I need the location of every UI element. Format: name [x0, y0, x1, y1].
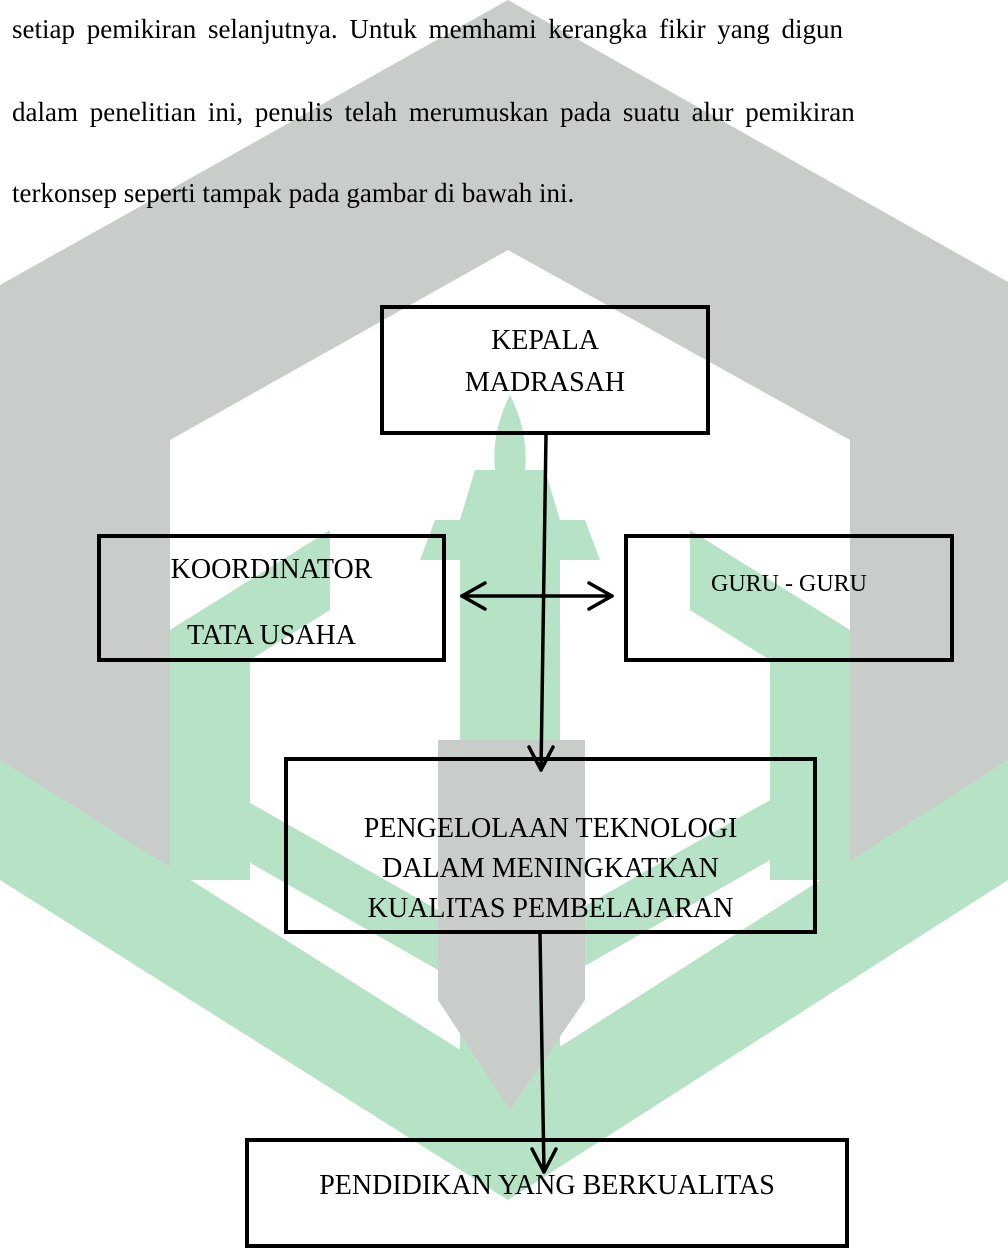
watermark-steps-right — [690, 530, 850, 880]
paragraph-line-2: dalam penelitian ini, penulis telah meru… — [12, 97, 855, 127]
koordinator-box: KOORDINATOR TATA USAHA — [97, 534, 446, 662]
koordinator-label-line-1: KOORDINATOR — [170, 554, 373, 585]
kepala-madrasah-label-line-2: MADRASAH — [464, 367, 626, 398]
pengelolaan-box: PENGELOLAAN TEKNOLOGI DALAM MENINGKATKAN… — [284, 757, 817, 934]
guru-box: GURU - GURU — [624, 534, 954, 662]
watermark-chevron — [0, 760, 1008, 1200]
watermark-pen — [438, 740, 585, 1110]
pengelolaan-label-line-1: PENGELOLAAN TEKNOLOGI — [363, 813, 738, 844]
watermark-hexagon-frame — [0, 0, 1008, 880]
pengelolaan-label-line-3: KUALITAS PEMBELAJARAN — [367, 893, 734, 924]
kepala-madrasah-box: KEPALA MADRASAH — [380, 305, 710, 435]
pendidikan-label: PENDIDIKAN YANG BERKUALITAS — [319, 1170, 775, 1201]
kepala-madrasah-label-line-1: KEPALA — [491, 325, 599, 356]
paragraph-line-1: setiap pemikiran selanjutnya. Untuk memh… — [12, 14, 844, 44]
paragraph-line-3: terkonsep seperti tampak pada gambar di … — [12, 178, 575, 208]
pendidikan-box: PENDIDIKAN YANG BERKUALITAS — [245, 1138, 849, 1248]
pengelolaan-label-line-2: DALAM MENINGKATKAN — [382, 853, 719, 884]
watermark-steps-left — [170, 530, 330, 880]
koordinator-label-line-2: TATA USAHA — [187, 620, 356, 651]
guru-label: GURU - GURU — [711, 571, 867, 597]
